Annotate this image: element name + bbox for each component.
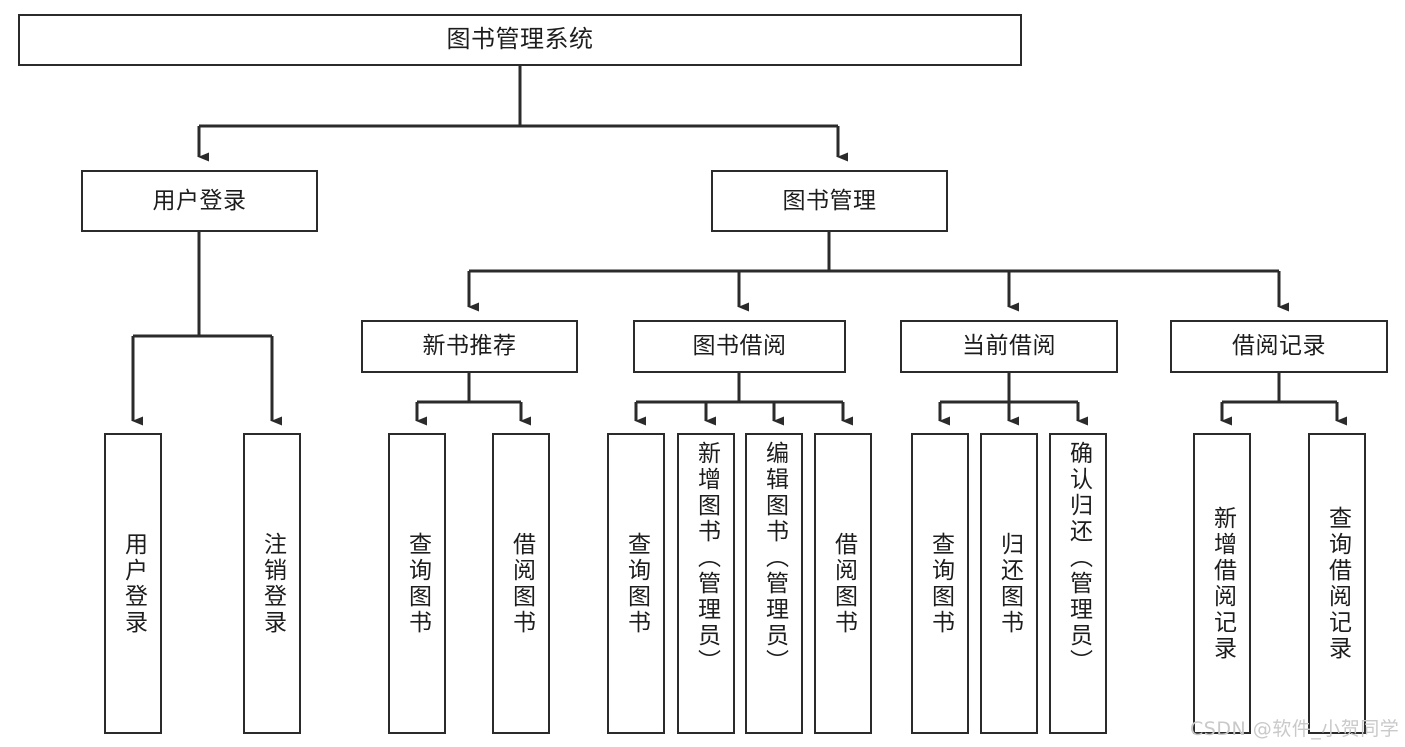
node-borrow-record[interactable]: 借阅记录	[1170, 320, 1388, 373]
node-root-label: 图书管理系统	[446, 25, 594, 54]
node-leaf-edit-book-label: 编辑图书（管理员）	[761, 441, 788, 675]
node-leaf-borrow-book-1-label: 借阅图书	[508, 531, 535, 636]
node-root[interactable]: 图书管理系统	[18, 14, 1022, 66]
node-leaf-add-book[interactable]: 新增图书（管理员）	[677, 433, 735, 734]
node-leaf-borrow-book-2-label: 借阅图书	[830, 531, 857, 636]
node-leaf-add-book-label: 新增图书（管理员）	[693, 441, 720, 675]
node-leaf-return-book[interactable]: 归还图书	[980, 433, 1038, 734]
node-leaf-return-book-label: 归还图书	[996, 531, 1023, 636]
node-leaf-borrow-book-2[interactable]: 借阅图书	[814, 433, 872, 734]
node-leaf-logout-login[interactable]: 注销登录	[243, 433, 301, 734]
node-leaf-query-book-2-label: 查询图书	[623, 531, 650, 636]
node-leaf-confirm-return-label: 确认归还（管理员）	[1065, 441, 1092, 675]
node-leaf-query-book-3-label: 查询图书	[927, 531, 954, 636]
node-new-book-recommendation[interactable]: 新书推荐	[361, 320, 578, 373]
node-borrow-record-label: 借阅记录	[1232, 333, 1326, 360]
node-book-borrow[interactable]: 图书借阅	[633, 320, 846, 373]
csdn-watermark: CSDN @软件_小贺同学	[1190, 718, 1400, 740]
node-leaf-add-borrow-record-label: 新增借阅记录	[1209, 505, 1236, 662]
node-book-borrow-label: 图书借阅	[692, 333, 787, 360]
node-user-login-label: 用户登录	[152, 187, 247, 214]
node-leaf-edit-book[interactable]: 编辑图书（管理员）	[745, 433, 803, 734]
node-leaf-query-borrow-record[interactable]: 查询借阅记录	[1308, 433, 1366, 734]
node-leaf-confirm-return[interactable]: 确认归还（管理员）	[1049, 433, 1107, 734]
node-leaf-query-book-2[interactable]: 查询图书	[607, 433, 665, 734]
node-user-login[interactable]: 用户登录	[81, 170, 318, 232]
node-leaf-user-login[interactable]: 用户登录	[104, 433, 162, 734]
node-book-management[interactable]: 图书管理	[711, 170, 948, 232]
node-current-borrow-label: 当前借阅	[962, 333, 1056, 360]
node-leaf-add-borrow-record[interactable]: 新增借阅记录	[1193, 433, 1251, 734]
node-new-book-recommendation-label: 新书推荐	[422, 333, 517, 360]
node-leaf-logout-login-label: 注销登录	[259, 531, 286, 636]
node-book-management-label: 图书管理	[782, 187, 877, 214]
node-leaf-query-borrow-record-label: 查询借阅记录	[1324, 505, 1351, 662]
node-leaf-user-login-label: 用户登录	[120, 531, 147, 636]
node-leaf-borrow-book-1[interactable]: 借阅图书	[492, 433, 550, 734]
node-leaf-query-book-1[interactable]: 查询图书	[388, 433, 446, 734]
node-current-borrow[interactable]: 当前借阅	[900, 320, 1118, 373]
node-leaf-query-book-3[interactable]: 查询图书	[911, 433, 969, 734]
node-leaf-query-book-1-label: 查询图书	[404, 531, 431, 636]
